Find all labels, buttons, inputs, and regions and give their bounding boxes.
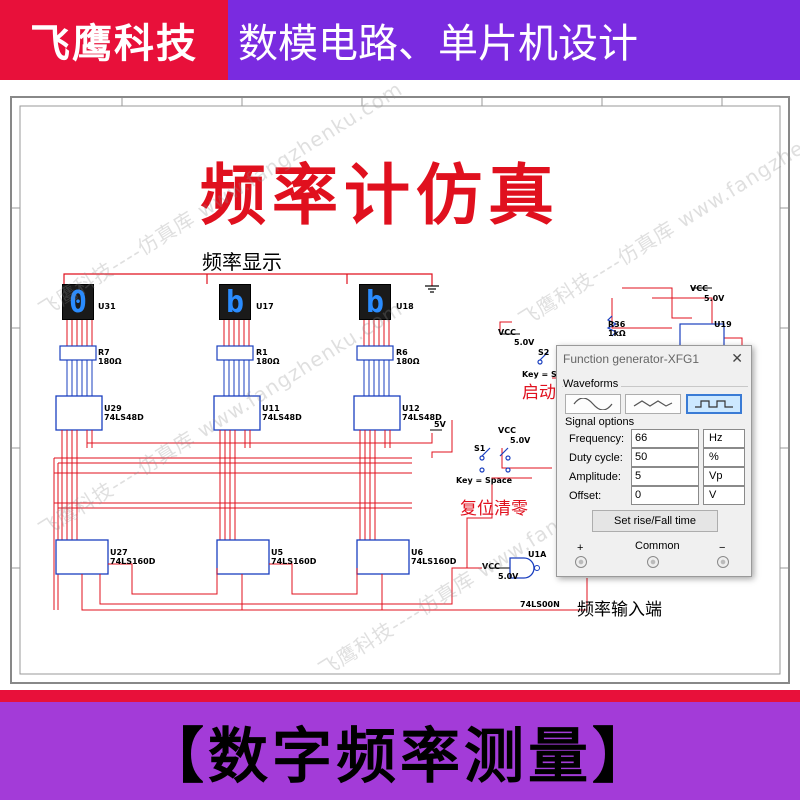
amplitude-unit-select[interactable]: Vp [703, 467, 745, 486]
vcc-label-start: VCC [498, 328, 516, 337]
top-banner: 飞鹰科技 数模电路、单片机设计 [0, 0, 800, 80]
terminal-plus-label: + [577, 542, 584, 554]
offset-unit-select[interactable]: V [703, 486, 745, 505]
resistor-ref: R1 [256, 348, 268, 357]
bottom-banner: 【数字频率测量】 [0, 702, 800, 800]
waveforms-group [562, 386, 748, 412]
duty-cycle-unit: % [703, 448, 745, 467]
start-label: 启动 [522, 383, 556, 403]
vcc-label-reset: VCC [498, 426, 516, 435]
resistor-value: 180Ω [396, 357, 420, 366]
switch-ref-s1: S1 [474, 444, 486, 453]
offset-input[interactable]: 0 [631, 486, 699, 505]
terminal-plus-connector[interactable] [575, 556, 587, 568]
frequency-unit-select[interactable]: Hz [703, 429, 745, 448]
sine-wave-icon [573, 398, 613, 410]
amplitude-input[interactable]: 5 [631, 467, 699, 486]
duty-cycle-input[interactable]: 50 [631, 448, 699, 467]
counter-part: 74LS160D [411, 557, 457, 566]
signal-options-label: Signal options [565, 416, 635, 428]
counter-ref: U27 [110, 548, 128, 557]
window-title: Function generator-XFG1 [563, 352, 700, 366]
vcc-label-gate: VCC [482, 562, 500, 571]
decoder-ref: U12 [402, 404, 420, 413]
frequency-input[interactable]: 66 [631, 429, 699, 448]
vcc-value-start: 5.0V [514, 338, 535, 347]
switch-ref-s2: S2 [538, 348, 550, 357]
tagline: 数模电路、单片机设计 [228, 0, 800, 80]
terminal-common-connector[interactable] [647, 556, 659, 568]
brand-name: 飞鹰科技 [0, 0, 228, 80]
function-generator-window[interactable]: Function generator-XFG1 ✕ Waveforms Sign… [556, 345, 752, 577]
vcc-label-top: VCC [690, 284, 708, 293]
reset-clear-label: 复位清零 [460, 499, 528, 519]
terminal-common-label: Common [635, 540, 680, 552]
bottom-accent-strip [0, 690, 800, 702]
close-icon[interactable]: ✕ [731, 350, 743, 366]
vcc-value-reset: 5.0V [510, 436, 531, 445]
duty-cycle-label: Duty cycle: [569, 452, 623, 464]
seven-segment-display-u18: b [359, 284, 391, 320]
display-ref-u17: U17 [256, 302, 274, 311]
switch-key-s2: Key = Space [522, 370, 579, 379]
bottom-title: 【数字频率测量】 [144, 721, 656, 792]
decoder-part: 74LS48D [262, 413, 302, 422]
vcc-5v-label: 5V [434, 420, 446, 429]
counter-ref: U6 [411, 548, 424, 557]
decoder-ref: U11 [262, 404, 280, 413]
resistor-value: 1kΩ [608, 329, 626, 338]
amplitude-label: Amplitude: [569, 471, 621, 483]
display-ref-u31: U31 [98, 302, 116, 311]
gate-ref-u1a: U1A [528, 550, 547, 559]
square-wave-button[interactable] [686, 394, 742, 414]
decoder-ref: U29 [104, 404, 122, 413]
seven-segment-display-u17: b [219, 284, 251, 320]
terminal-minus-label: − [719, 542, 726, 554]
counter-ref: U5 [271, 548, 284, 557]
frequency-display-label: 频率显示 [202, 250, 282, 274]
counter-part: 74LS160D [271, 557, 317, 566]
vcc-value-top: 5.0V [704, 294, 725, 303]
seven-segment-display-u31: 0 [62, 284, 94, 320]
set-rise-fall-time-button[interactable]: Set rise/Fall time [592, 510, 718, 532]
ic-u19: U19 [714, 320, 732, 329]
offset-label: Offset: [569, 490, 602, 502]
decoder-part: 74LS48D [104, 413, 144, 422]
triangle-wave-icon [633, 400, 673, 407]
schematic-wiring [12, 98, 788, 675]
vcc-value-gate: 5.0V [498, 572, 519, 581]
frequency-label: Frequency: [569, 433, 625, 445]
resistor-ref: R7 [98, 348, 110, 357]
triangle-wave-button[interactable] [625, 394, 681, 414]
resistor-value: 180Ω [256, 357, 280, 366]
decoder-part: 74LS48D [402, 413, 442, 422]
counter-part: 74LS160D [110, 557, 156, 566]
resistor-ref: R6 [396, 348, 408, 357]
resistor-value: 180Ω [98, 357, 122, 366]
resistor-ref: R36 [608, 320, 626, 329]
terminal-minus-connector[interactable] [717, 556, 729, 568]
waveforms-label: Waveforms [563, 378, 622, 390]
schematic-title: 频率计仿真 [200, 156, 560, 234]
switch-key-s1: Key = Space [456, 476, 513, 485]
gate-part-74ls00n: 74LS00N [520, 600, 560, 609]
sine-wave-button[interactable] [565, 394, 621, 414]
square-wave-icon [695, 400, 733, 408]
display-ref-u18: U18 [396, 302, 414, 311]
frequency-input-label: 频率输入端 [577, 600, 662, 620]
